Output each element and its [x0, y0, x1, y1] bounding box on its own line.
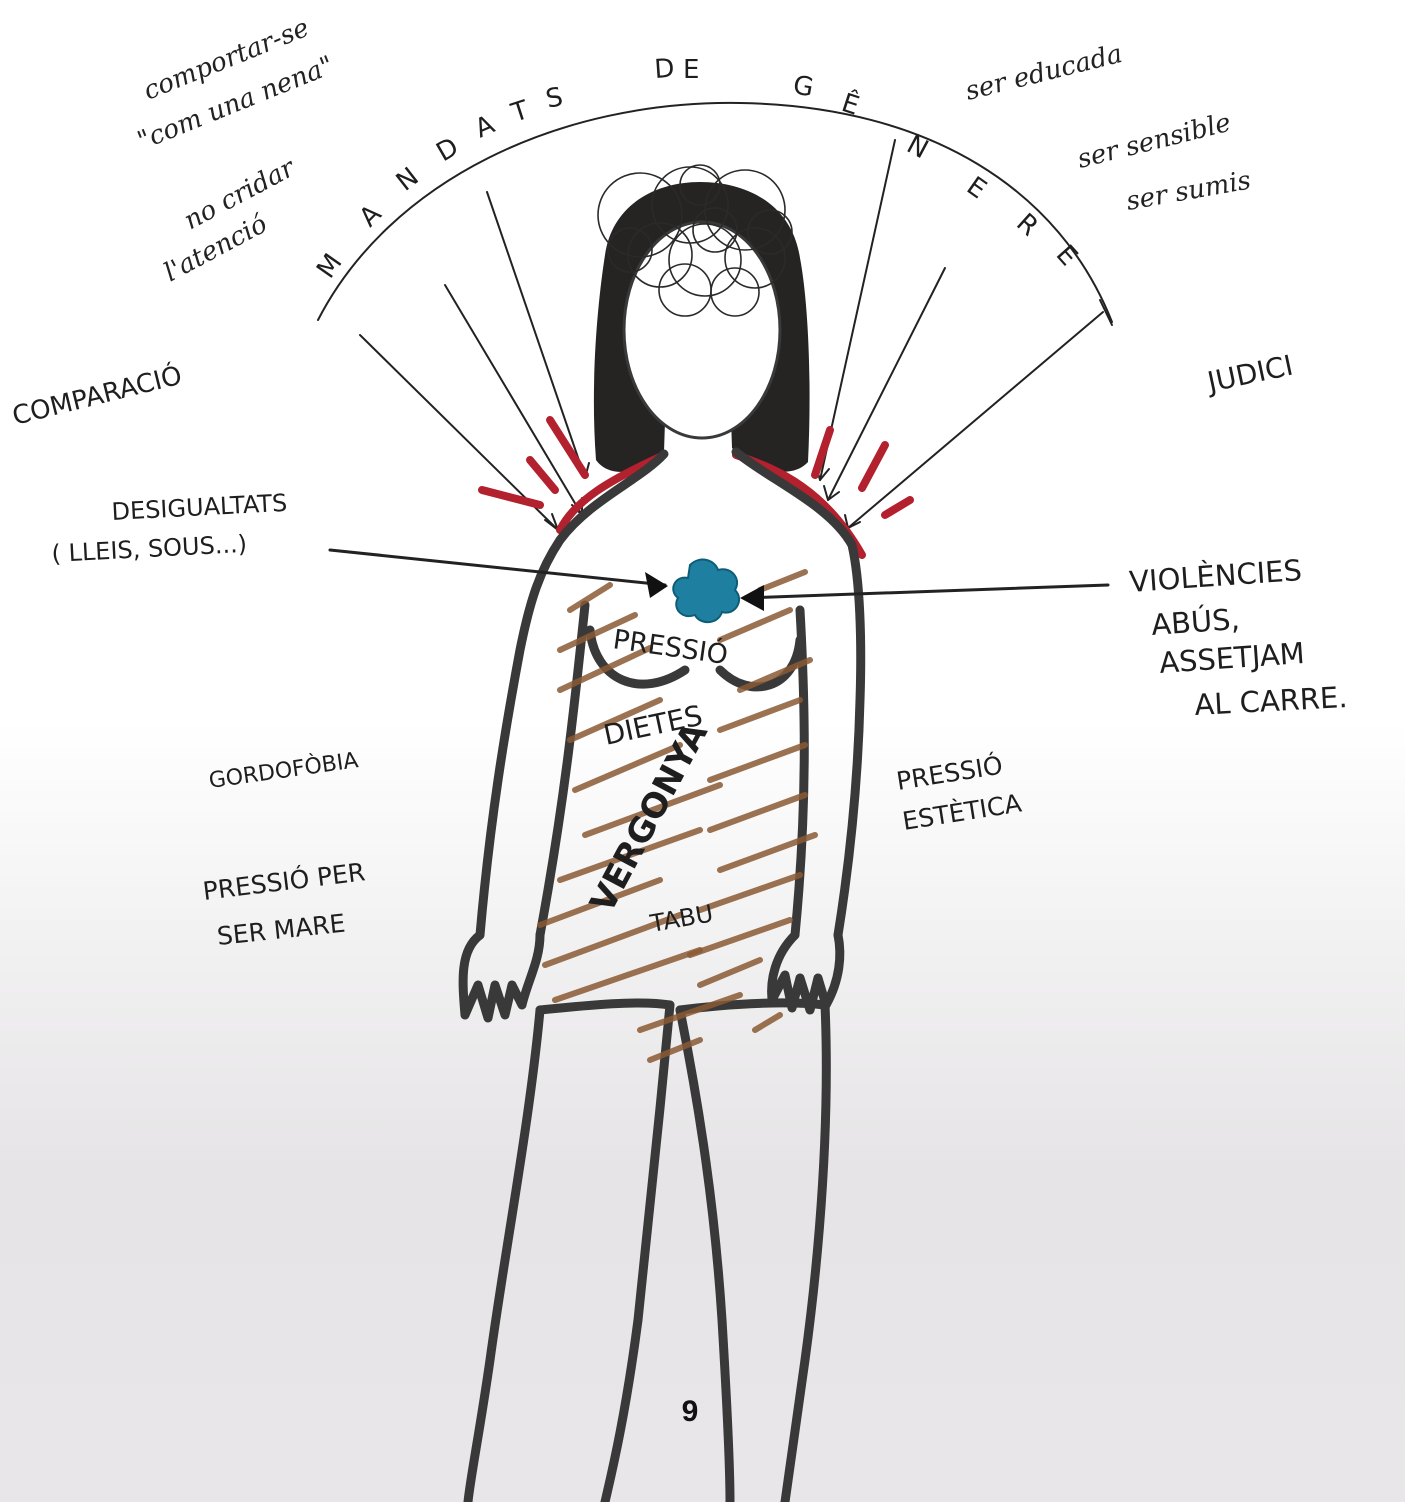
label-fatphobia: GORDOFÒBIA — [207, 747, 360, 794]
mandate-submissive: ser sumis — [1124, 165, 1253, 216]
label-inequalities: DESIGUALTATS — [111, 489, 288, 526]
title-letter: S — [543, 82, 565, 115]
label-comparison: COMPARACIÓ — [9, 359, 185, 432]
face — [624, 222, 780, 438]
page-number: 9 — [668, 1395, 712, 1429]
title-letter: R — [1010, 208, 1044, 242]
title-letter: A — [354, 199, 388, 233]
inequality-arrow — [330, 550, 668, 598]
label-violence: VIOLÈNCIES — [1128, 553, 1303, 599]
label-taboo: TABU — [647, 899, 715, 938]
title-letter: D — [653, 54, 675, 85]
label-aesthetic-1: PRESSIÓ — [894, 750, 1004, 796]
violence-arrow — [740, 585, 1108, 611]
title-letter: D — [432, 132, 464, 168]
label-aesthetic-2: ESTÈTICA — [900, 789, 1023, 836]
title-letter: N — [391, 162, 425, 198]
label-harassment: ASSETJAM — [1158, 636, 1306, 680]
label-inequalities-detail: ( LLEIS, SOUS...) — [51, 530, 248, 568]
label-abuse: ABÚS, — [1150, 602, 1241, 642]
title-letter: E — [961, 171, 992, 205]
title-letter: E — [1050, 240, 1083, 272]
label-motherhood-1: PRESSIÓ PER — [201, 856, 367, 906]
label-pressure: PRESSIÓ — [611, 623, 730, 671]
title-letter: N — [902, 130, 933, 166]
label-street: AL CARRE. — [1194, 680, 1349, 722]
title-letter: A — [471, 110, 500, 145]
mandate-polite: ser educada — [962, 39, 1125, 107]
anxiety-knot — [673, 560, 739, 623]
mandate-sensitive: ser sensible — [1074, 108, 1234, 175]
title-letter: T — [507, 95, 532, 129]
body-outline — [463, 452, 861, 1502]
label-shame: VERGONYA — [583, 716, 717, 920]
title-letter: E — [683, 55, 699, 85]
label-motherhood-2: SER MARE — [216, 909, 347, 951]
label-judgement: JUDICI — [1203, 349, 1296, 400]
title-letter: G — [791, 70, 816, 103]
